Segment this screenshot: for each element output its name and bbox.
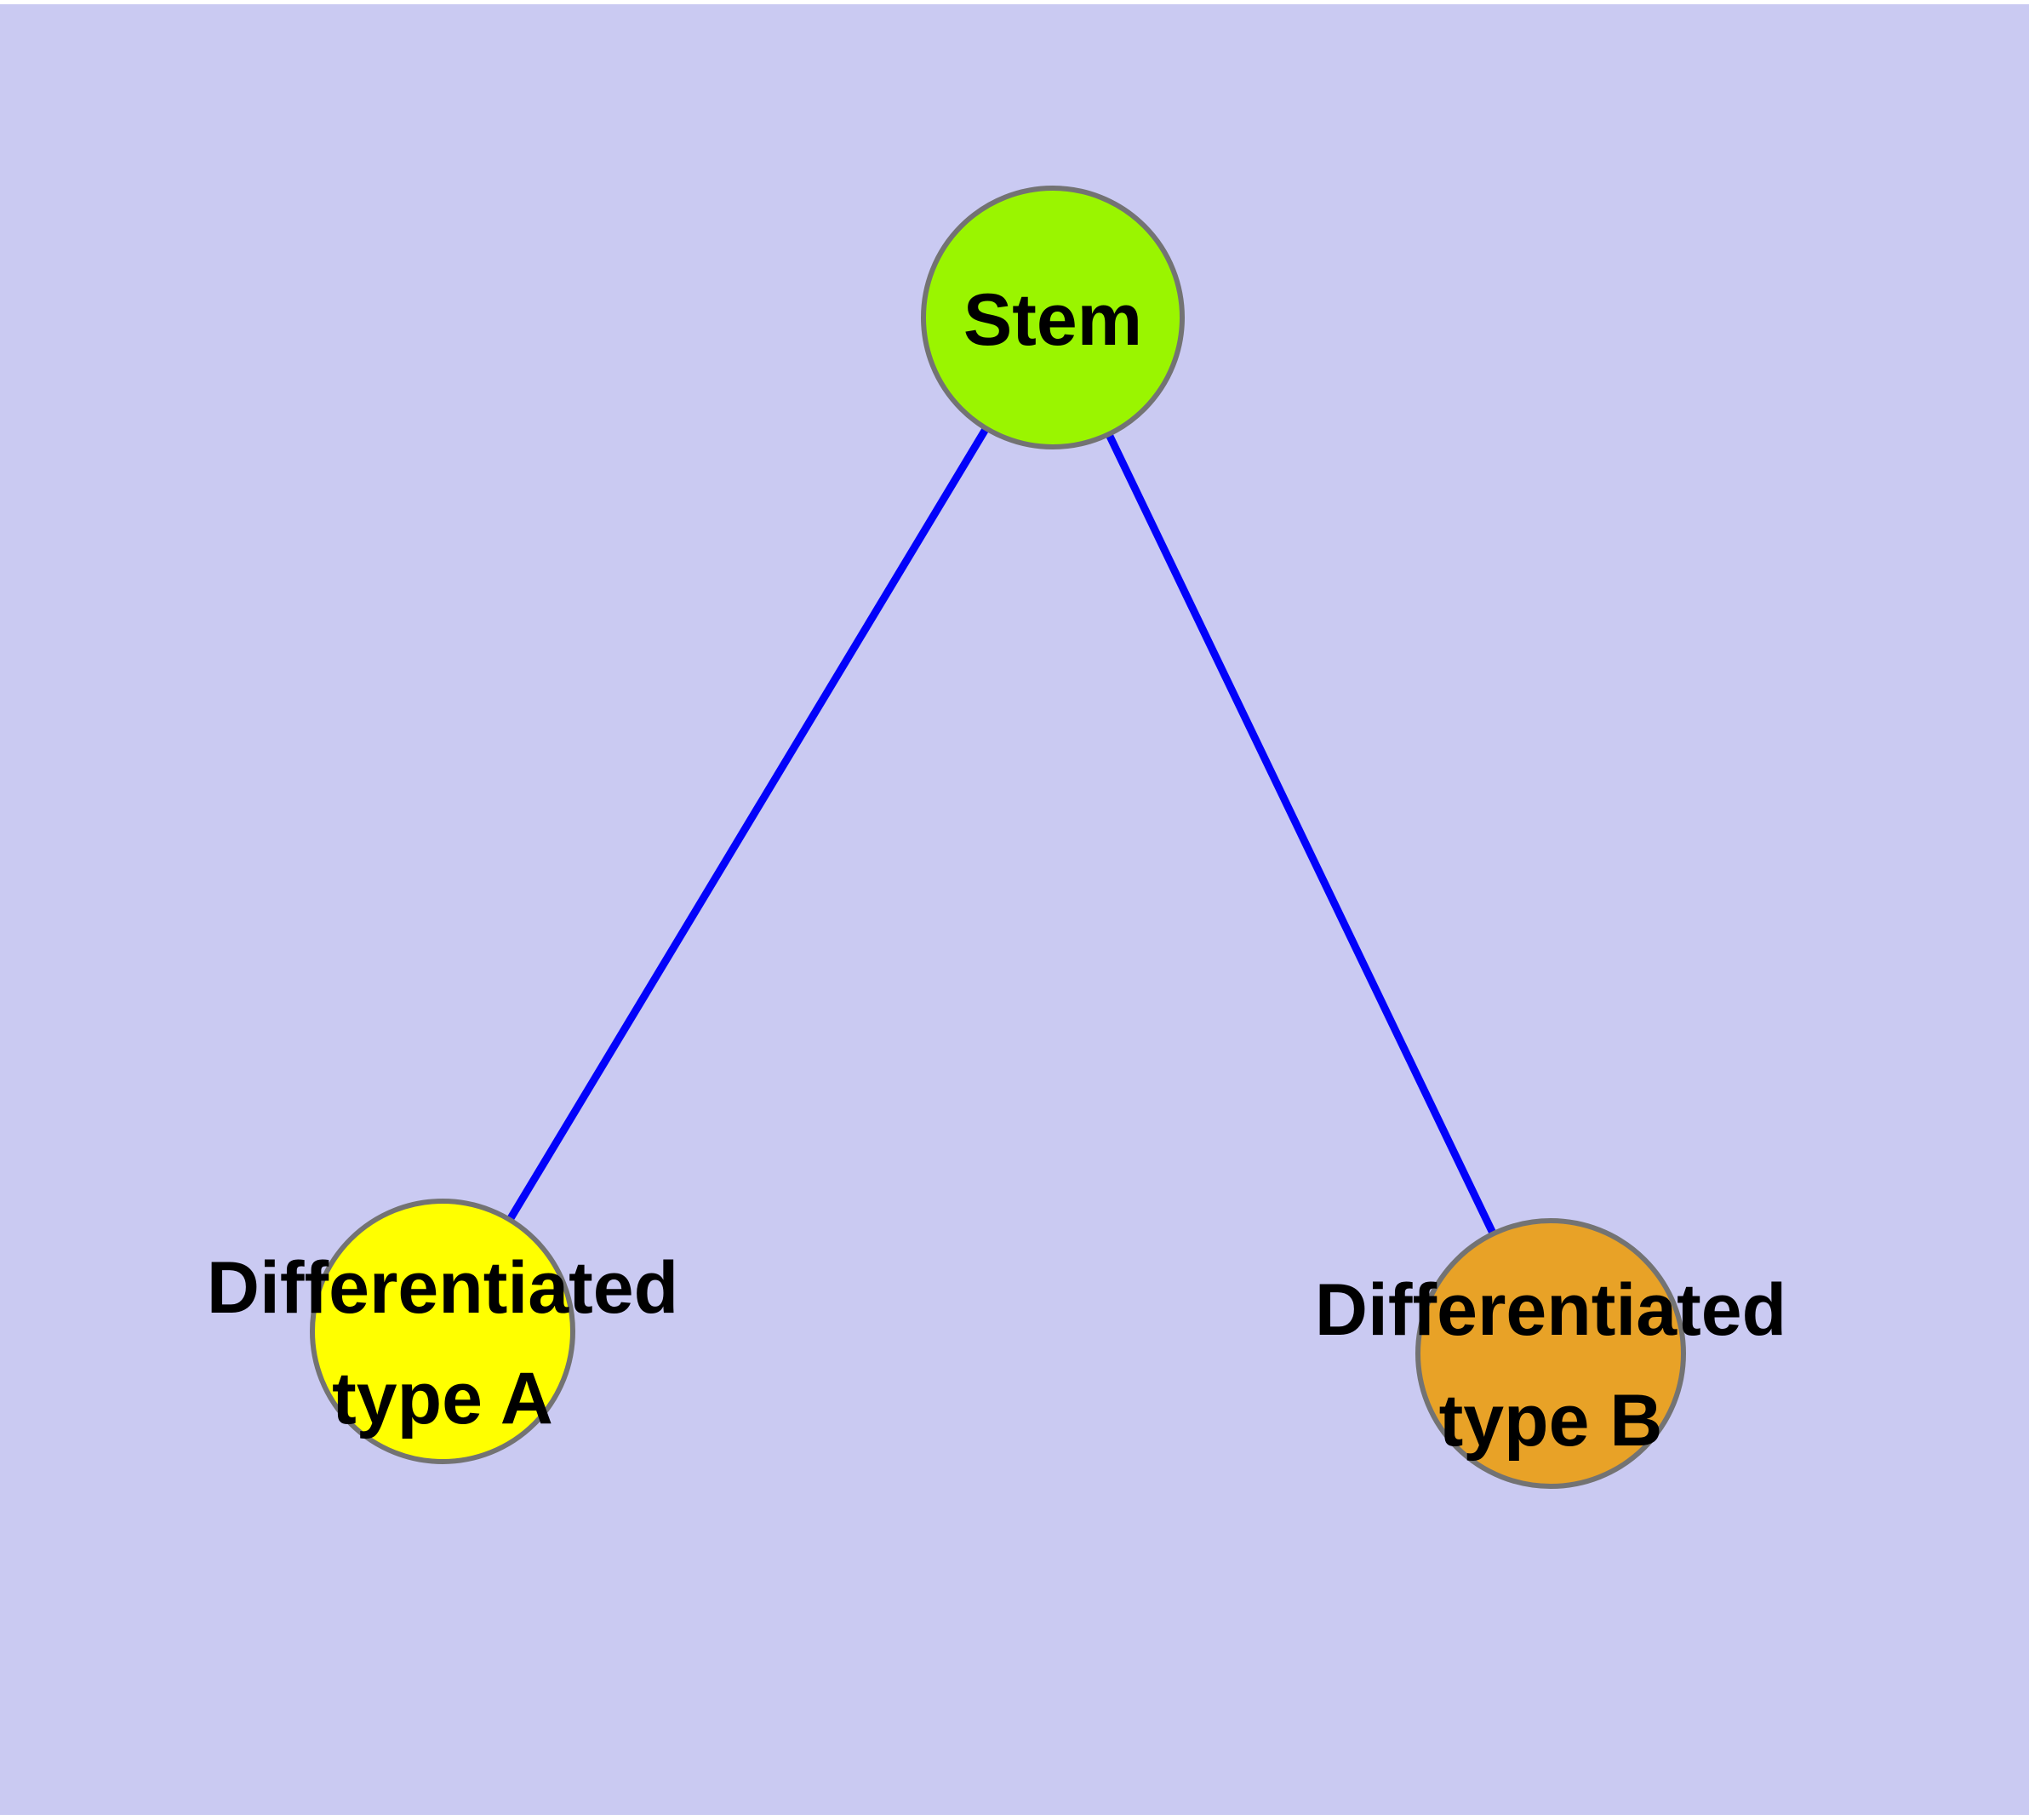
node-stem-label: Stem [963,279,1142,361]
node-differentiated-type-b [1415,1218,1686,1489]
node-differentiated-type-a [310,1199,575,1464]
edge-stem-to-type-a [439,315,1056,1334]
node-type-b-label-line2: type B [1439,1380,1663,1462]
node-stem [921,186,1185,449]
node-type-a-label-line1: Differentiated [207,1247,678,1329]
node-type-b-label-line1: Differentiated [1315,1269,1786,1351]
edge-stem-to-type-b [1049,316,1555,1355]
node-type-a-label-line2: type A [332,1358,553,1439]
